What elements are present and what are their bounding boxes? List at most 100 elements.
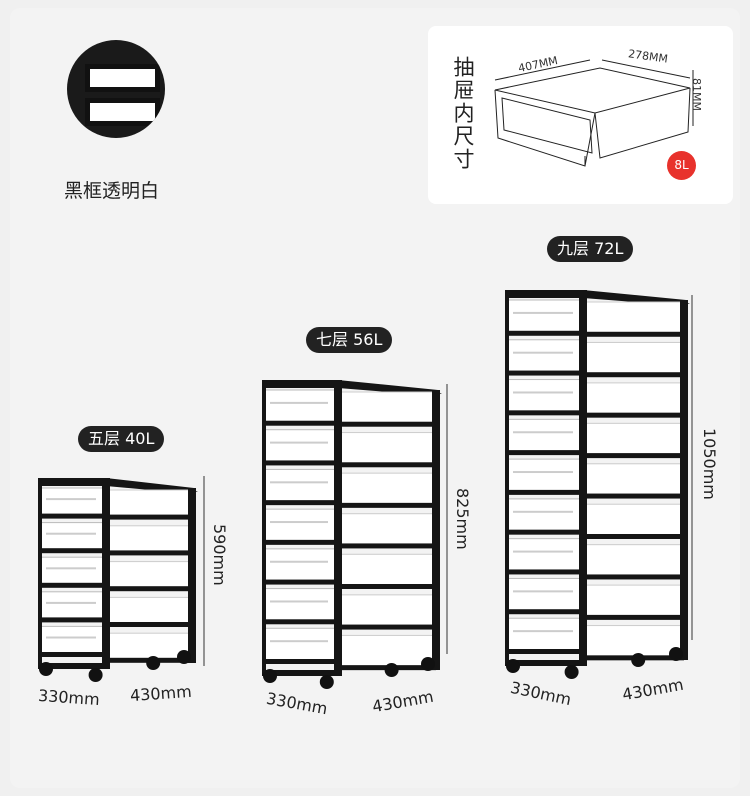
drawer-rail (264, 500, 336, 506)
cabinet-base (262, 670, 342, 676)
drawer-rail (507, 649, 581, 654)
drawer-handle (270, 481, 328, 484)
front-left-post (505, 290, 509, 664)
front-right-post (102, 478, 110, 667)
drawer-outline-diagram (494, 59, 694, 167)
drawer-rail (264, 460, 336, 466)
drawer-side (337, 472, 435, 506)
drawer-handle (513, 550, 573, 553)
drawer-rail (507, 529, 581, 535)
cabinet-top-front (38, 478, 108, 486)
drawer-handle (513, 431, 573, 434)
inner-size-title: 抽屉内尺寸 (451, 56, 475, 171)
drawer-side (582, 544, 683, 577)
drawer-front (506, 538, 582, 574)
drawer-rail (507, 569, 581, 575)
drawer-front (39, 522, 105, 553)
drawer-rail (507, 370, 581, 376)
caster-wheel (506, 659, 520, 673)
drawer-rail (40, 582, 104, 588)
drawer-handle (270, 441, 328, 444)
drawer-handle (46, 498, 96, 501)
drawer-handle (270, 401, 328, 404)
drawer-side (337, 553, 435, 587)
cabinet-base (38, 663, 110, 669)
drawer-handle (46, 567, 96, 570)
drawer-rail (264, 659, 336, 664)
drawer-rail (40, 548, 104, 554)
drawer-handle (513, 351, 573, 354)
side-rail (583, 372, 684, 378)
height-line-7 (446, 384, 448, 654)
front-left-post (262, 380, 266, 674)
drawer-handle (46, 636, 96, 639)
cabinet-top-front (505, 290, 585, 298)
back-post (680, 300, 688, 660)
side-rail (338, 462, 436, 468)
drawer-side (337, 513, 435, 546)
drawer-handle (270, 521, 328, 524)
drawer-side (582, 301, 683, 335)
side-rail (338, 502, 436, 508)
drawer-rail (507, 609, 581, 615)
drawer-front (263, 588, 337, 624)
side-rail (338, 543, 436, 549)
back-post (432, 390, 440, 670)
drawer-rail (40, 513, 104, 519)
drawer-front (506, 577, 582, 614)
drawer-side (337, 391, 435, 425)
side-rail (106, 550, 192, 556)
back-post (188, 488, 196, 663)
drawer-handle (513, 471, 573, 474)
drawer-front (506, 617, 582, 654)
height-line-5 (203, 476, 205, 666)
drawer-front (39, 591, 105, 622)
cabinet-9-tier (505, 290, 690, 679)
drawer-handle (270, 640, 328, 643)
drawer-front (506, 498, 582, 535)
color-label: 黑框透明白 (64, 180, 160, 202)
model-label-9-tier: 九层 72L (547, 236, 634, 262)
side-rail (583, 412, 684, 418)
drawer-rail (507, 330, 581, 336)
drawer-handle (513, 630, 573, 633)
cabinet-base (505, 660, 587, 666)
caster-wheel (384, 663, 399, 677)
model-label-5-tier: 五层 40L (78, 426, 165, 452)
side-rail (338, 624, 436, 630)
inner-height-label: 81MM (690, 78, 703, 111)
height-dim-9: 1050mm (700, 428, 719, 500)
drawer-side (105, 632, 191, 661)
caster-wheel (319, 675, 334, 689)
side-rail (338, 421, 436, 427)
height-dim-7: 825mm (453, 488, 472, 550)
side-rail (583, 453, 684, 459)
drawer-side (582, 382, 683, 416)
drawer-rail (264, 420, 336, 426)
caster-wheel (177, 650, 191, 664)
caster-wheel (88, 668, 103, 682)
caster-wheel (263, 669, 277, 683)
drawer-side (582, 503, 683, 537)
drawer-rail (507, 410, 581, 416)
drawer-side (105, 525, 191, 553)
drawer-side (105, 596, 191, 625)
front-left-post (38, 478, 42, 667)
drawer-handle (513, 391, 573, 394)
drawer-rail (264, 619, 336, 625)
caster-wheel (39, 662, 53, 676)
drawer-side (582, 625, 683, 658)
caster-wheel (669, 647, 683, 661)
drawer-front (506, 418, 582, 455)
drawer-rail (507, 450, 581, 456)
drawer-front (506, 299, 582, 336)
drawer-handle (513, 590, 573, 593)
side-rail (106, 514, 192, 520)
cabinet-7-tier (262, 380, 442, 689)
drawer-front (263, 389, 337, 426)
drawer-rail (40, 652, 104, 657)
side-rail (583, 493, 684, 499)
side-rail (583, 614, 684, 620)
drawer-side (582, 463, 683, 497)
height-line-9 (691, 295, 693, 640)
